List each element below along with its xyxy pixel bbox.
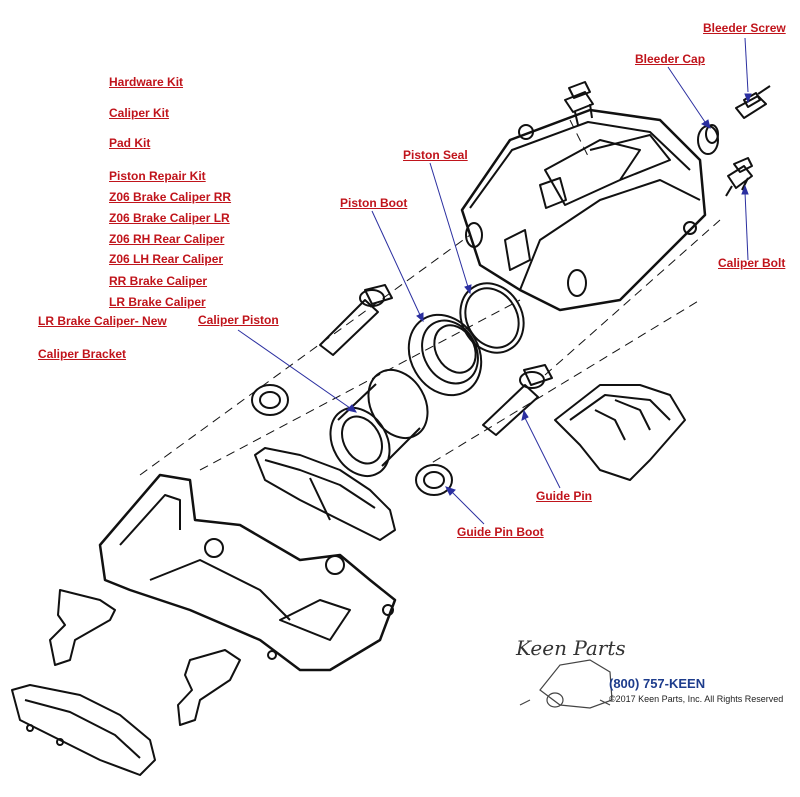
caliper-bolt-right: [725, 157, 753, 197]
bleeder-screw: [735, 85, 771, 119]
caliper-housing: [460, 108, 707, 312]
guide-pin-boot-left: [251, 384, 289, 416]
phone-number: (800) 757-KEEN: [609, 676, 706, 691]
abutment-clip-right: [177, 649, 241, 726]
abutment-clip-left: [49, 589, 116, 666]
link-bleeder-screw[interactable]: Bleeder Screw: [703, 21, 786, 35]
caliper-bolt-top: [564, 81, 594, 126]
link-z06-brake-caliper-rr[interactable]: Z06 Brake Caliper RR: [109, 190, 232, 204]
link-rr-brake-caliper[interactable]: RR Brake Caliper: [109, 274, 208, 288]
guide-pin-boot-right: [415, 464, 453, 496]
link-hardware-kit[interactable]: Hardware Kit: [109, 75, 184, 89]
link-z06-brake-caliper-lr[interactable]: Z06 Brake Caliper LR: [109, 211, 230, 225]
assembly-axis-lines: [139, 119, 721, 476]
caliper-bracket: [98, 473, 397, 672]
link-caliper-bolt[interactable]: Caliper Bolt: [718, 256, 786, 270]
copyright-text: ©2017 Keen Parts, Inc. All Rights Reserv…: [609, 694, 784, 704]
brake-pad-inner: [254, 447, 396, 541]
link-piston-repair-kit[interactable]: Piston Repair Kit: [109, 169, 206, 183]
link-z06-rh-rear-caliper[interactable]: Z06 RH Rear Caliper: [109, 232, 225, 246]
link-lr-brake-caliper-new[interactable]: LR Brake Caliper- New: [38, 314, 167, 328]
bleeder-cap: [697, 124, 719, 155]
link-pad-kit[interactable]: Pad Kit: [109, 136, 151, 150]
guide-pin-upper: [319, 284, 393, 356]
caliper-piston: [329, 369, 429, 477]
link-piston-boot[interactable]: Piston Boot: [340, 196, 408, 210]
link-lr-brake-caliper[interactable]: LR Brake Caliper: [109, 295, 206, 309]
link-caliper-piston[interactable]: Caliper Piston: [198, 313, 279, 327]
keen-parts-logo-art: [519, 659, 613, 709]
link-caliper-bracket[interactable]: Caliper Bracket: [38, 347, 127, 361]
guide-pin-lower: [482, 364, 553, 436]
piston-boot: [407, 313, 483, 397]
link-bleeder-cap[interactable]: Bleeder Cap: [635, 52, 706, 66]
link-z06-lh-rear-caliper[interactable]: Z06 LH Rear Caliper: [109, 252, 224, 266]
leader-lines: [237, 37, 752, 525]
link-guide-pin-boot[interactable]: Guide Pin Boot: [457, 525, 544, 539]
link-piston-seal[interactable]: Piston Seal: [403, 148, 468, 162]
keen-parts-logo: Keen Parts: [516, 636, 626, 660]
link-caliper-kit[interactable]: Caliper Kit: [109, 106, 170, 120]
link-guide-pin[interactable]: Guide Pin: [536, 489, 593, 503]
brake-pad-outer: [11, 684, 156, 776]
anti-rattle-spring: [554, 384, 686, 481]
